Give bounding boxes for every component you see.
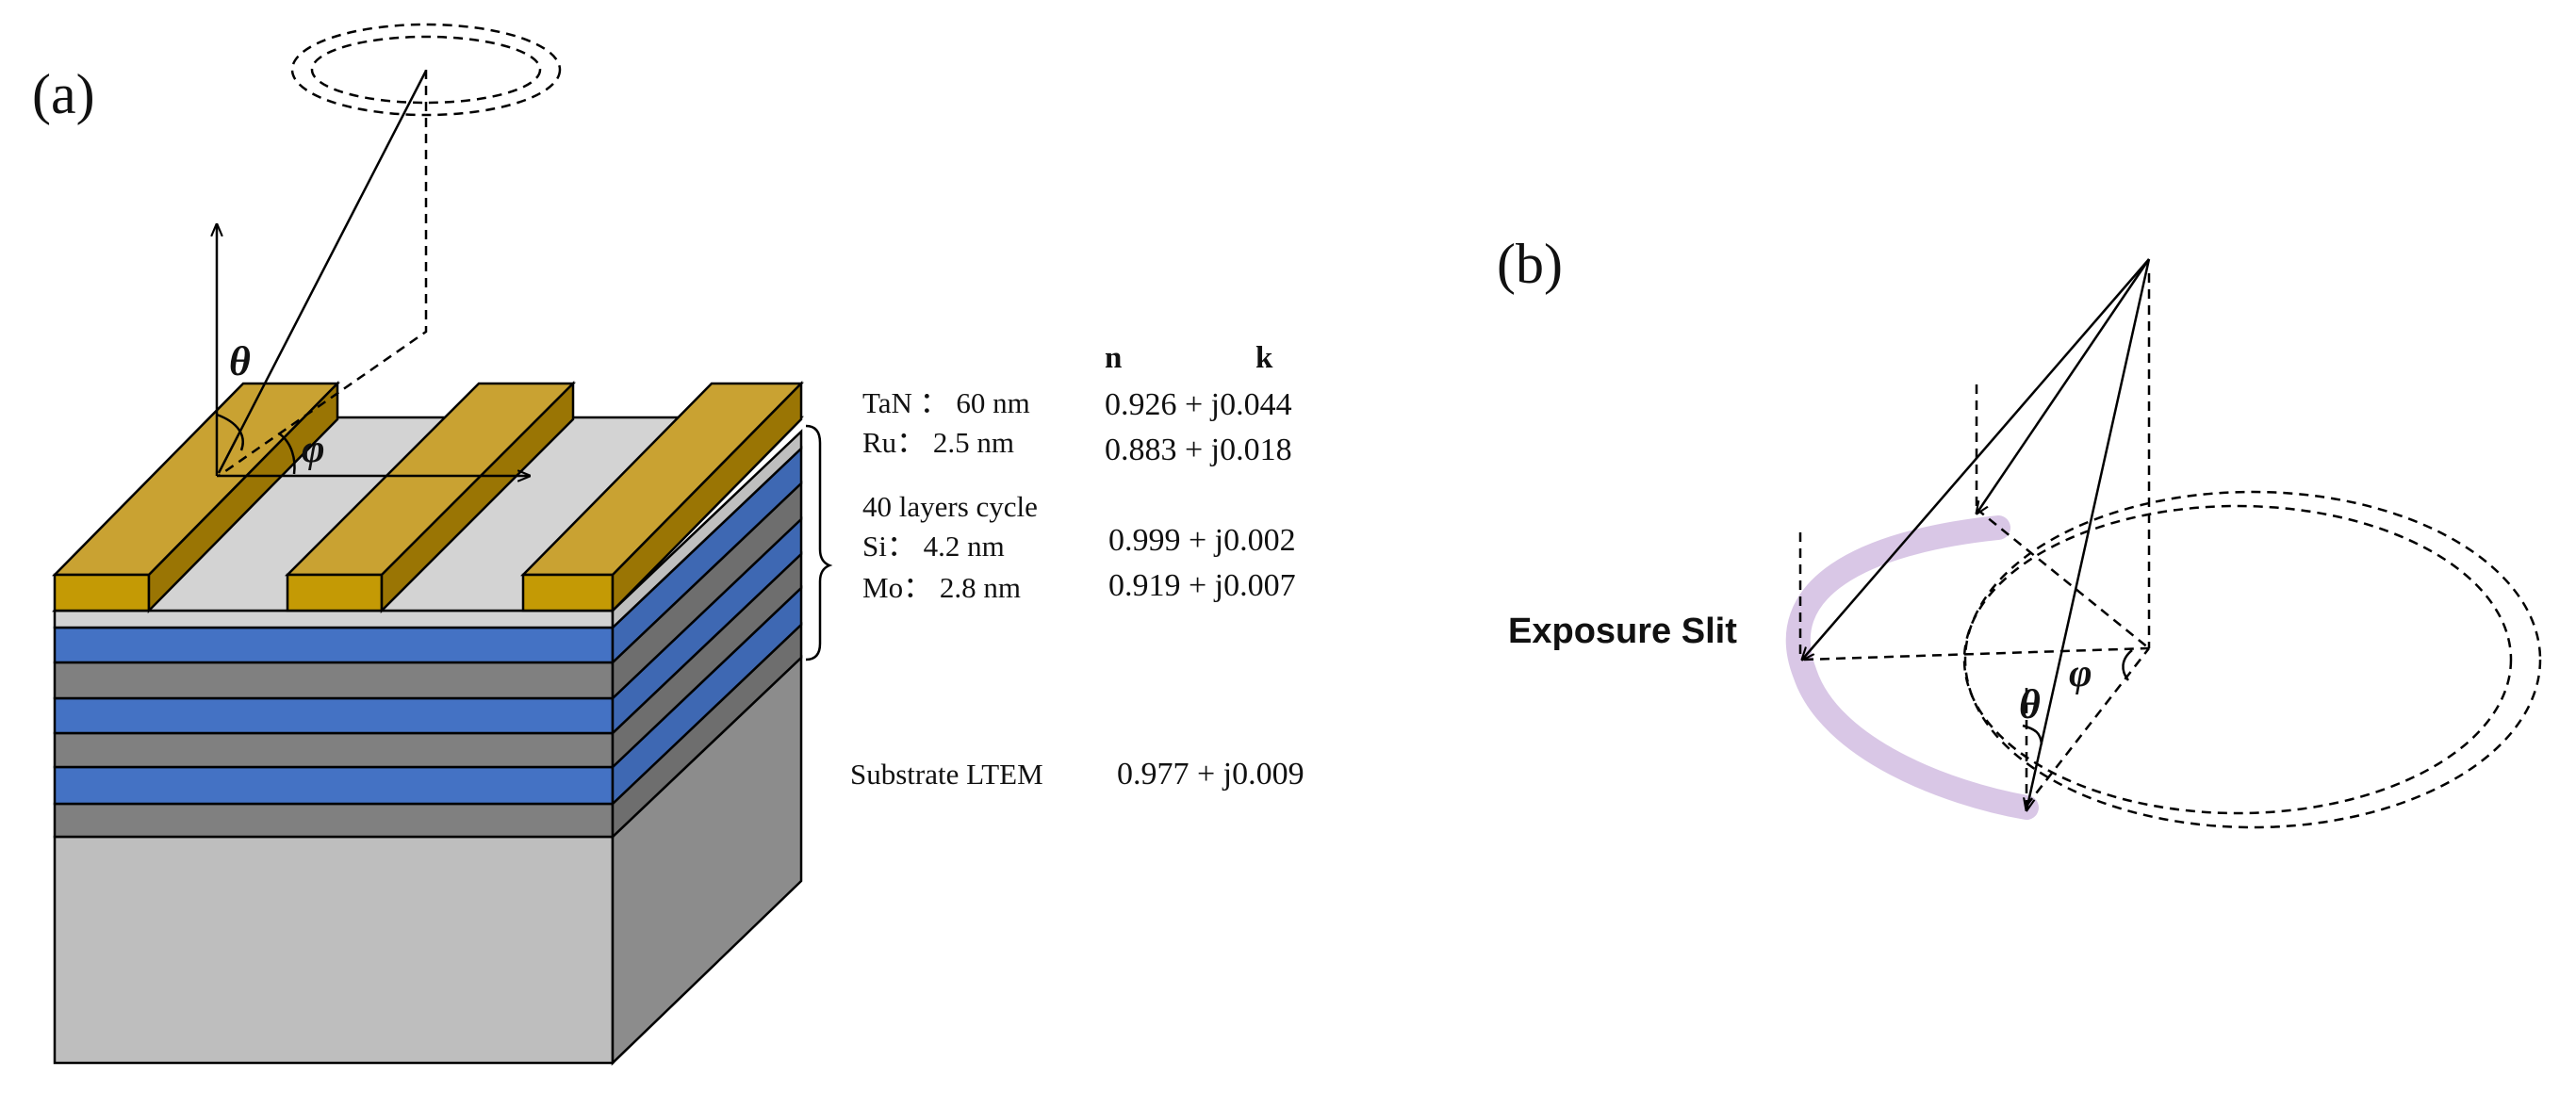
- substrate-value: 0.977 + j0.009: [1117, 757, 1304, 792]
- absorber-side: [611, 380, 803, 614]
- incidence-geometry: [217, 70, 530, 476]
- ray-to-slit-bottom: [2026, 258, 2151, 810]
- radius-bottom: [2026, 647, 2150, 807]
- layer-value-mo: 0.919 + j0.007: [1108, 568, 1296, 603]
- absorber-line: [284, 380, 577, 614]
- phi-arc: [278, 432, 296, 475]
- ring-inner: [310, 35, 542, 105]
- ru-layer-side: [611, 429, 803, 630]
- layer-name-mo: Mo： 2.8 nm: [862, 571, 1021, 604]
- projection-dashed: [218, 70, 428, 478]
- absorber-lines: [52, 380, 804, 614]
- theta-arc-b: [2022, 724, 2043, 745]
- layer-name-ru: Ru： 2.5 nm: [862, 426, 1014, 459]
- incident-ray: [217, 70, 428, 474]
- theta-symbol-b: θ: [2019, 681, 2041, 727]
- si-layer-front: [53, 696, 615, 735]
- ellipse-outer: [1963, 490, 2542, 829]
- layer-value-ru: 0.883 + j0.018: [1105, 433, 1292, 467]
- substrate-front: [53, 835, 615, 1065]
- cycle-title: 40 layers cycle: [862, 490, 1038, 523]
- absorber-side: [147, 380, 339, 614]
- layer-name-si: Si： 4.2 nm: [862, 530, 1005, 563]
- si-layer-front: [53, 765, 615, 806]
- layer-value-si: 0.999 + j0.002: [1108, 523, 1296, 558]
- slit-ellipses: [1962, 490, 2542, 829]
- multilayer-side: [611, 429, 803, 840]
- panel-b-label: (b): [1497, 233, 1563, 295]
- absorber-line: [52, 380, 340, 614]
- ray-to-slit-mid: [1977, 258, 2151, 514]
- panel-a: (a): [32, 23, 1304, 1066]
- ru-layer-front: [53, 609, 615, 629]
- header-n: n: [1105, 341, 1122, 375]
- panel-a-label: (a): [32, 63, 95, 125]
- illumination-ring: [290, 23, 562, 117]
- exposure-slit-label: Exposure Slit: [1508, 612, 1737, 651]
- header-k: k: [1255, 341, 1273, 375]
- absorber-front: [53, 573, 151, 612]
- panel-b: (b) Exposure Slit θ φ: [1497, 233, 2542, 829]
- si-layer-front: [53, 626, 615, 664]
- cycle-bracket: [805, 424, 833, 661]
- theta-arc: [216, 413, 244, 451]
- absorber-line: [520, 380, 804, 614]
- mo-layer-front: [53, 661, 615, 700]
- absorber-side: [380, 380, 575, 614]
- layer-value-tan: 0.926 + j0.044: [1105, 387, 1292, 422]
- phi-symbol: φ: [302, 428, 325, 471]
- ray-to-slit-left: [1802, 258, 2150, 660]
- materials-table: n k TaN ： 60 nm 0.926 + j0.044 Ru： 2.5 n…: [850, 341, 1304, 792]
- phi-symbol-b: φ: [2069, 652, 2092, 695]
- multilayer-front: [53, 609, 615, 839]
- radius-mid: [1976, 508, 2150, 649]
- exposure-slit-arc: [1785, 515, 2039, 820]
- absorber-front: [521, 573, 615, 612]
- construction-lines: [1798, 273, 2151, 807]
- mo-layer-front: [53, 802, 615, 839]
- substrate-name: Substrate LTEM: [850, 758, 1043, 791]
- absorber-front: [286, 573, 384, 612]
- radius-left: [1803, 646, 2150, 661]
- ring-outer: [290, 23, 562, 117]
- mo-layer-front: [53, 731, 615, 769]
- theta-symbol: θ: [229, 338, 251, 384]
- ellipse-inner: [1962, 504, 2513, 815]
- phi-arc-b: [2122, 649, 2133, 681]
- rays: [1802, 258, 2151, 810]
- layer-name-tan: TaN ： 60 nm: [862, 386, 1030, 419]
